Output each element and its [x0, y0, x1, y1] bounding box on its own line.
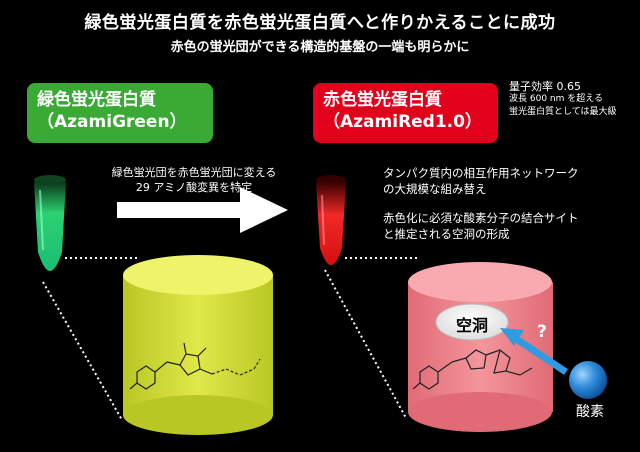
question-mark: ? [537, 322, 547, 342]
green-protein-label: 緑色蛍光蛋白質 （AzamiGreen） [27, 83, 213, 143]
green-chromophore-structure [129, 342, 261, 390]
red-protein-name: 赤色蛍光蛋白質 [323, 90, 442, 110]
red-tube [316, 175, 346, 265]
page-subtitle: 赤色の蛍光団ができる構造的基盤の一端も明らかに [170, 40, 470, 55]
network-note: タンパク質内の相互作用ネットワーク の大規模な組み替え [383, 165, 633, 197]
red-protein-code: （AzamiRed1.0） [323, 112, 482, 132]
mutation-note: 緑色蛍光団を赤色蛍光団に変える 29 アミノ酸変異を特定 [98, 165, 290, 195]
red-protein-label: 赤色蛍光蛋白質 （AzamiRed1.0） [313, 83, 498, 143]
quantum-yield-value: 量子効率 0.65 [509, 80, 581, 93]
conversion-arrow [117, 187, 288, 233]
cavity-note: 赤色化に必須な酸素分子の結合サイト と推定される空洞の形成 [383, 210, 633, 242]
red-chromophore-structure [412, 348, 533, 390]
oxygen-arrow [500, 328, 568, 375]
mutation-note-line1: 緑色蛍光団を赤色蛍光団に変える [111, 166, 277, 179]
green-protein-name: 緑色蛍光蛋白質 [37, 90, 156, 110]
quantum-yield-note: 量子効率 0.65 波長 600 nm を超える 蛍光蛋白質としては最大級 [509, 80, 634, 119]
network-note-line1: タンパク質内の相互作用ネットワーク [383, 166, 579, 180]
quantum-ranking: 蛍光蛋白質としては最大級 [509, 107, 617, 117]
cavity-oval [435, 303, 509, 341]
cavity-label: 空洞 [455, 316, 488, 335]
cavity-note-line2: と推定される空洞の形成 [383, 227, 510, 241]
mutation-note-line2: 29 アミノ酸変異を特定 [135, 181, 253, 194]
guide-lines [42, 257, 420, 421]
green-cylinder [123, 255, 273, 435]
page-title: 緑色蛍光蛋白質を赤色蛍光蛋白質へと作りかえることに成功 [84, 13, 556, 33]
quantum-wavelength: 波長 600 nm を超える [509, 94, 603, 104]
green-protein-code: （AzamiGreen） [37, 112, 187, 132]
cavity-note-line1: 赤色化に必須な酸素分子の結合サイト [383, 211, 579, 225]
network-note-line2: の大規模な組み替え [383, 182, 487, 196]
oxygen-label: 酸素 [576, 404, 604, 420]
oxygen-molecule [569, 361, 607, 399]
green-tube [34, 175, 66, 271]
